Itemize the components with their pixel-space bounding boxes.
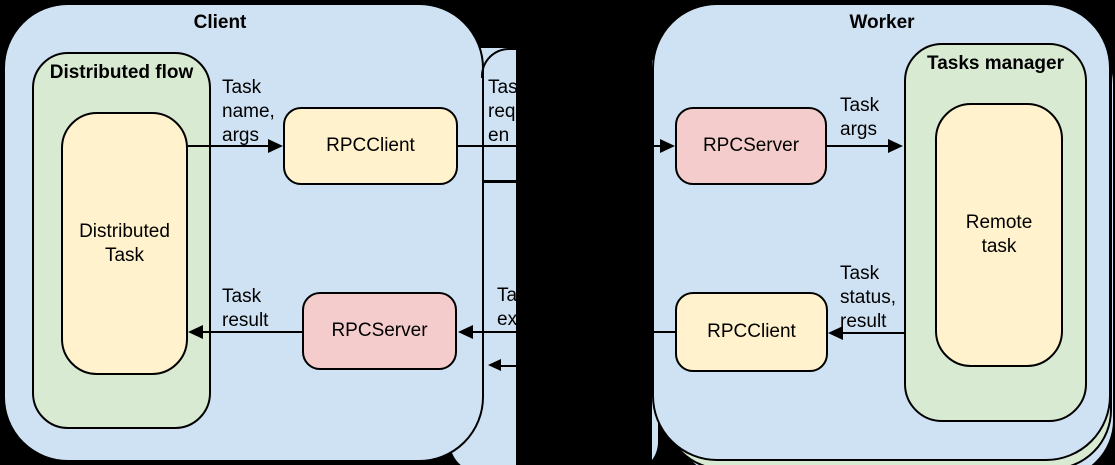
broker-return-line <box>500 364 516 368</box>
label-task-result: Task result <box>222 285 268 333</box>
arrow-task-args-line <box>827 144 889 148</box>
broker-to-worker-rpcserver-head <box>660 138 675 153</box>
broker-to-rpcserver-head <box>458 324 473 339</box>
distributed-flow-title: Distributed flow <box>49 62 194 83</box>
distributed-task-label-line1: Distributed <box>79 220 170 242</box>
arrow-task-status-head <box>828 325 843 340</box>
black-overlay-band <box>516 0 652 465</box>
label-task-result-line1: Task <box>222 286 262 307</box>
client-rpcclient-label: RPCClient <box>326 135 415 156</box>
arrow-task-args-head <box>888 138 903 153</box>
distributed-task-label-line2: Task <box>104 244 145 266</box>
broker-label-request-line2: req <box>488 101 516 122</box>
label-task-name-args-line1: Task <box>222 77 262 98</box>
label-task-args-line1: Task <box>840 95 880 116</box>
broker-to-worker-rpcserver-line <box>652 144 662 148</box>
client-rpcclient-box: RPCClient <box>283 107 458 185</box>
client-rpcserver-box: RPCServer <box>302 292 457 370</box>
worker-rpcclient-to-broker-line <box>652 330 675 334</box>
label-task-name-args-line2: name, <box>222 101 275 122</box>
broker-label-request-line3: en <box>488 125 510 146</box>
label-task-args: Task args <box>840 94 879 142</box>
label-task-name-args: Task name, args <box>222 76 275 148</box>
arrow-task-name-line <box>188 144 272 148</box>
broker-label-request-line1: Tas <box>488 77 516 98</box>
broker-to-rpcserver-line <box>470 330 516 334</box>
remote-task-label-line1: Remote <box>965 212 1033 233</box>
client-rpcserver-label: RPCServer <box>331 320 428 341</box>
worker-rpcserver-box: RPCServer <box>675 107 827 185</box>
worker-rpcserver-label: RPCServer <box>702 135 800 156</box>
remote-task-label-line2: task <box>981 236 1017 257</box>
distributed-task-box: Distributed Task <box>61 112 188 375</box>
label-task-status-line3: result <box>840 311 887 332</box>
label-task-args-line2: args <box>840 119 877 140</box>
label-task-status-line1: Task <box>840 263 880 284</box>
broker-label-result-line2: ex <box>497 309 516 330</box>
arrow-task-result-head <box>188 324 203 339</box>
tasks-manager-title: Tasks manager <box>927 53 1064 74</box>
arrow-task-result-line <box>199 330 302 334</box>
broker-return-head <box>488 358 501 371</box>
broker-queue-line <box>484 180 516 183</box>
label-task-status-result: Task status, result <box>840 262 896 334</box>
worker-title: Worker <box>849 12 915 33</box>
broker-label-result-line1: Ta <box>497 285 516 306</box>
broker-label-request-fragment: Tas req en <box>488 76 516 148</box>
arrow-task-name-head <box>268 138 283 153</box>
broker-label-result-fragment: Ta ex <box>497 284 516 332</box>
label-task-result-line2: result <box>222 310 269 331</box>
client-title: Client <box>193 12 247 33</box>
worker-rpcclient-label: RPCClient <box>707 321 796 342</box>
worker-rpcclient-box: RPCClient <box>675 292 828 372</box>
label-task-status-line2: status, <box>840 287 896 308</box>
rpcclient-to-broker-line <box>458 144 516 148</box>
label-task-name-args-line3: args <box>222 125 259 146</box>
remote-task-box: Remote task <box>935 103 1063 367</box>
arrow-task-status-line <box>841 331 904 335</box>
